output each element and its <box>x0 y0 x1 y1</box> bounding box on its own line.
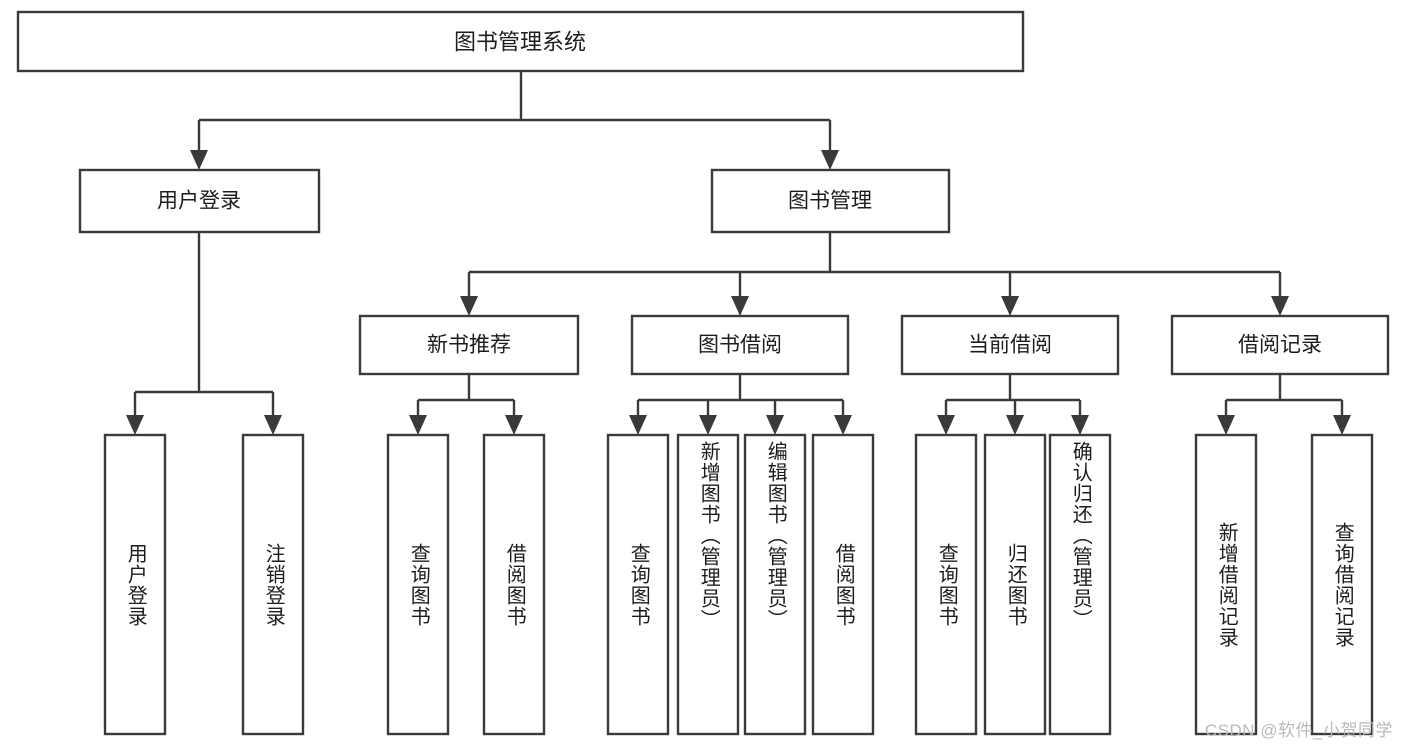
leaf-book-borrow-0[interactable] <box>606 433 670 736</box>
node-borrow-record-label: 借阅记录 <box>1238 334 1322 357</box>
node-current-borrow-label: 当前借阅 <box>968 334 1052 357</box>
connector-userlogin-to-leaves <box>126 232 282 435</box>
node-user-login[interactable]: 用户登录 <box>78 168 321 234</box>
node-new-book-recommend-label: 新书推荐 <box>427 334 511 357</box>
connector-currentborrow-to-leaves <box>937 374 1089 435</box>
node-root[interactable]: 图书管理系统 <box>16 10 1025 73</box>
connector-newbook-to-leaves <box>409 374 523 435</box>
leaf-book-borrow-3[interactable] <box>811 433 875 736</box>
node-new-book-recommend[interactable]: 新书推荐 <box>358 314 580 376</box>
leaf-book-borrow-2[interactable] <box>743 433 807 736</box>
leaf-new-book-1[interactable] <box>482 433 546 736</box>
leaf-book-borrow-1[interactable] <box>676 433 740 736</box>
leaf-current-borrow-1[interactable] <box>983 433 1047 736</box>
node-book-management[interactable]: 图书管理 <box>710 168 951 234</box>
node-borrow-record[interactable]: 借阅记录 <box>1170 314 1390 376</box>
leaf-borrow-record-0[interactable] <box>1194 433 1258 736</box>
leaf-user-login-0[interactable] <box>103 433 167 736</box>
connector-bookborrow-to-leaves <box>629 374 852 435</box>
connector-borrowrecord-to-leaves <box>1217 374 1351 435</box>
node-book-management-label: 图书管理 <box>788 190 872 213</box>
connector-root-to-level2 <box>190 71 839 170</box>
node-book-borrow[interactable]: 图书借阅 <box>630 314 850 376</box>
node-user-login-label: 用户登录 <box>157 190 241 213</box>
leaf-current-borrow-0[interactable] <box>914 433 978 736</box>
leaf-new-book-0[interactable] <box>386 433 450 736</box>
node-current-borrow[interactable]: 当前借阅 <box>900 314 1120 376</box>
leaf-user-login-1[interactable] <box>241 433 305 736</box>
leaf-borrow-record-1[interactable] <box>1310 433 1374 736</box>
csdn-watermark: CSDN @软件_小贺同学 <box>1204 721 1393 740</box>
leaf-current-borrow-2[interactable] <box>1048 433 1112 736</box>
node-book-borrow-label: 图书借阅 <box>698 334 782 357</box>
connector-bookmgmt-to-level3 <box>460 232 1289 316</box>
node-root-label: 图书管理系统 <box>454 30 586 55</box>
